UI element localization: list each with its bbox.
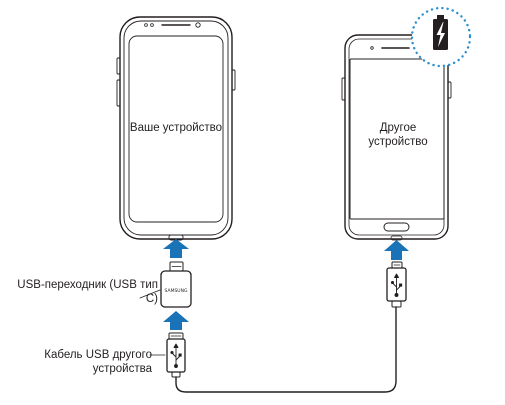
other-device-label: Другое устройство [368,122,428,148]
usb-adapter-label: USB-переходник (USB тип C) [17,279,158,305]
your-device-label: Ваше устройство [129,122,223,134]
arrow-up-to-other-device [384,240,409,260]
charging-callout [410,6,472,68]
arrow-up-to-your-device [163,239,189,258]
usb-symbol-icon-right [390,273,403,297]
usb-cable-plug-left [166,332,186,378]
usb-symbol-icon [170,343,182,368]
usb-adapter: SAMSUNG [160,261,192,308]
arrow-up-to-adapter [163,311,189,330]
adapter-leader-line [139,289,161,299]
adapter-brand-text: SAMSUNG [165,288,188,294]
usb-cable-label: Кабель USB другого устройства [44,349,152,375]
usb-cable-plug-right [386,261,407,308]
battery-charging-icon [433,15,448,50]
usb-cable-wire [175,306,397,393]
